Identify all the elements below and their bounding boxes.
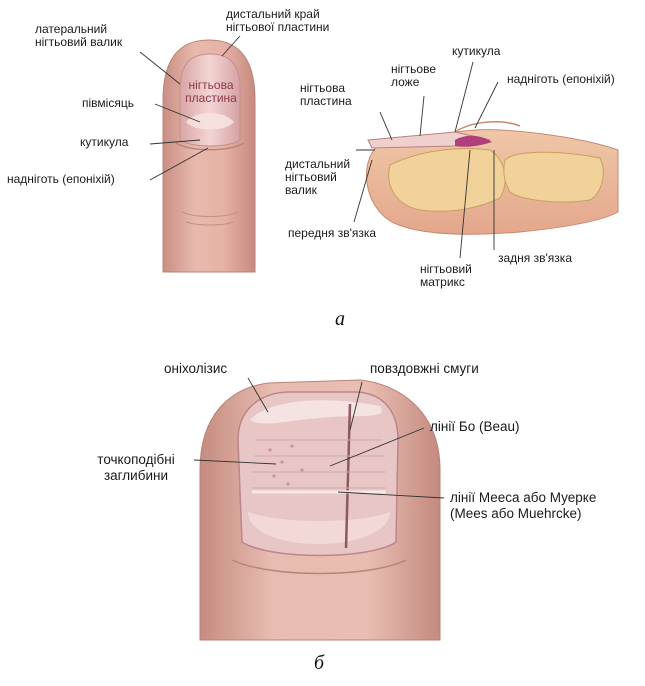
label-lateral-fold: латеральний нігтьовий валик — [35, 23, 122, 49]
label-nail-plate-side: нігтьова пластина — [300, 82, 352, 108]
label-nail-plate-front: нігтьова пластина — [183, 79, 239, 105]
label-lunula: півмісяць — [82, 97, 134, 110]
caption-a: а — [335, 308, 345, 331]
label-posterior-ligament: задня зв'язка — [498, 252, 572, 265]
label-eponychium-side: надніготь (епоніхій) — [507, 73, 615, 86]
label-eponychium-front: надніготь (епоніхій) — [7, 173, 115, 186]
label-mees-lines: лінії Мееса або Муерке (Mees або Muehrck… — [450, 490, 596, 522]
caption-b: б — [314, 652, 324, 675]
finger-front-view — [163, 40, 255, 272]
label-pitting: точкоподібні заглибини — [80, 452, 192, 484]
finger-side-section — [366, 122, 618, 235]
label-distal-fold: дистальний нігтьовий валик — [285, 158, 350, 197]
label-distal-edge: дистальний край нігтьової пластини — [226, 8, 329, 34]
finger-pathologies — [200, 380, 440, 640]
label-cuticle-side: кутикула — [452, 45, 500, 58]
label-anterior-ligament: передня зв'язка — [288, 227, 376, 240]
label-matrix: нігтьовий матрикс — [420, 263, 472, 289]
label-longitudinal-streaks: повздовжні смуги — [370, 361, 479, 377]
label-beau-lines: лінії Бо (Beau) — [430, 419, 519, 435]
label-onycholysis: оніхолізис — [164, 361, 227, 377]
label-cuticle-front: кутикула — [80, 136, 128, 149]
label-nail-bed: нігтьове ложе — [391, 63, 436, 89]
